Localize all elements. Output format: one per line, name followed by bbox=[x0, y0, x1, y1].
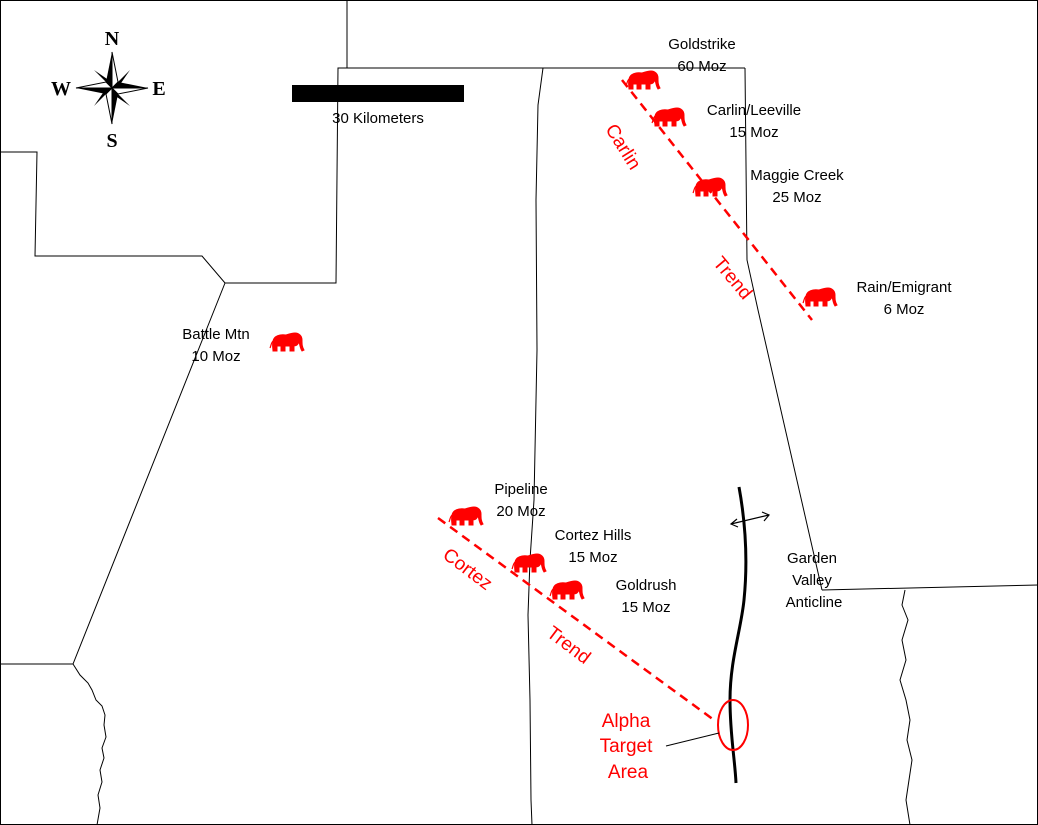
county-boundary-river-west bbox=[72, 663, 107, 825]
goldstrike-size: 60 Moz bbox=[677, 58, 726, 75]
compass-needle-north-light bbox=[111, 51, 119, 90]
compass-needle-south-light bbox=[105, 86, 113, 125]
target-area-ellipse bbox=[717, 699, 749, 751]
compass-needle-nw bbox=[94, 70, 110, 85]
county-boundary-west-notch bbox=[0, 0, 348, 284]
battle-mtn-elephant-icon[interactable] bbox=[269, 332, 305, 352]
anticline-arrow-icon bbox=[729, 511, 770, 528]
compass-needle-sw bbox=[94, 90, 109, 106]
goldstrike-name: Goldstrike bbox=[668, 36, 736, 53]
target-area-leader bbox=[665, 732, 720, 747]
maggie-creek-size: 25 Moz bbox=[772, 189, 821, 206]
compass-needle-ne bbox=[115, 70, 130, 86]
anticline-label-line-3: Anticline bbox=[786, 594, 843, 611]
carlin-leeville-name: Carlin/Leeville bbox=[707, 102, 801, 119]
carlin-trend-label-2: Trend bbox=[708, 253, 756, 304]
compass-east-label: E bbox=[152, 78, 165, 100]
target-label-line-2: Target bbox=[600, 736, 654, 757]
battle-mtn-size: 10 Moz bbox=[191, 348, 240, 365]
carlin-leeville-size: 15 Moz bbox=[729, 124, 778, 141]
goldrush-elephant-icon[interactable] bbox=[549, 580, 585, 600]
compass-needle-north bbox=[106, 52, 112, 88]
carlin-leeville-elephant-icon[interactable] bbox=[651, 107, 687, 127]
cortez-trend-label-2: Trend bbox=[542, 622, 594, 668]
county-boundary-south-east bbox=[821, 584, 1038, 591]
cortez-hills-size: 15 Moz bbox=[568, 549, 617, 566]
maggie-creek-elephant-icon[interactable] bbox=[692, 177, 728, 197]
cortez-hills-name: Cortez Hills bbox=[555, 527, 632, 544]
compass-needle-west bbox=[76, 88, 112, 94]
carlin-trend-label-1: Carlin bbox=[601, 120, 645, 173]
anticline-label-line-2: Valley bbox=[792, 572, 832, 589]
compass-north-label: N bbox=[105, 28, 120, 50]
compass-rose bbox=[75, 51, 149, 125]
scale-bar bbox=[292, 85, 464, 102]
county-boundary-east-a bbox=[744, 67, 823, 591]
anticline-label-line-1: Garden bbox=[787, 550, 837, 567]
compass-needle-se bbox=[114, 91, 130, 106]
county-boundary-central bbox=[527, 67, 544, 825]
goldrush-name: Goldrush bbox=[616, 577, 677, 594]
compass-needle-west-light bbox=[75, 81, 114, 89]
compass-needle-east-light bbox=[110, 87, 149, 95]
pipeline-elephant-icon[interactable] bbox=[448, 506, 484, 526]
pipeline-name: Pipeline bbox=[494, 481, 547, 498]
cortez-trend-line bbox=[437, 516, 715, 722]
county-boundary-river-east bbox=[899, 589, 913, 825]
pipeline-size: 20 Moz bbox=[496, 503, 545, 520]
compass-south-label: S bbox=[106, 130, 117, 152]
rain-emigrant-name: Rain/Emigrant bbox=[856, 279, 952, 296]
compass-needle-east bbox=[112, 82, 148, 88]
target-label-line-3: Area bbox=[608, 762, 649, 783]
target-label-line-1: Alpha bbox=[602, 711, 651, 732]
compass-needle-south bbox=[112, 88, 118, 124]
anticline-axis bbox=[728, 486, 748, 784]
scale-bar-label: 30 Kilometers bbox=[332, 110, 424, 127]
battle-mtn-name: Battle Mtn bbox=[182, 326, 250, 343]
rain-emigrant-elephant-icon[interactable] bbox=[802, 287, 838, 307]
cortez-hills-elephant-icon[interactable] bbox=[511, 553, 547, 573]
rain-emigrant-size: 6 Moz bbox=[884, 301, 925, 318]
compass-west-label: W bbox=[51, 78, 71, 100]
maggie-creek-name: Maggie Creek bbox=[750, 167, 844, 184]
goldstrike-elephant-icon[interactable] bbox=[625, 70, 661, 90]
goldrush-size: 15 Moz bbox=[621, 599, 670, 616]
cortez-trend-label-1: Cortez bbox=[439, 544, 496, 594]
carlin-trend-line bbox=[621, 79, 813, 321]
